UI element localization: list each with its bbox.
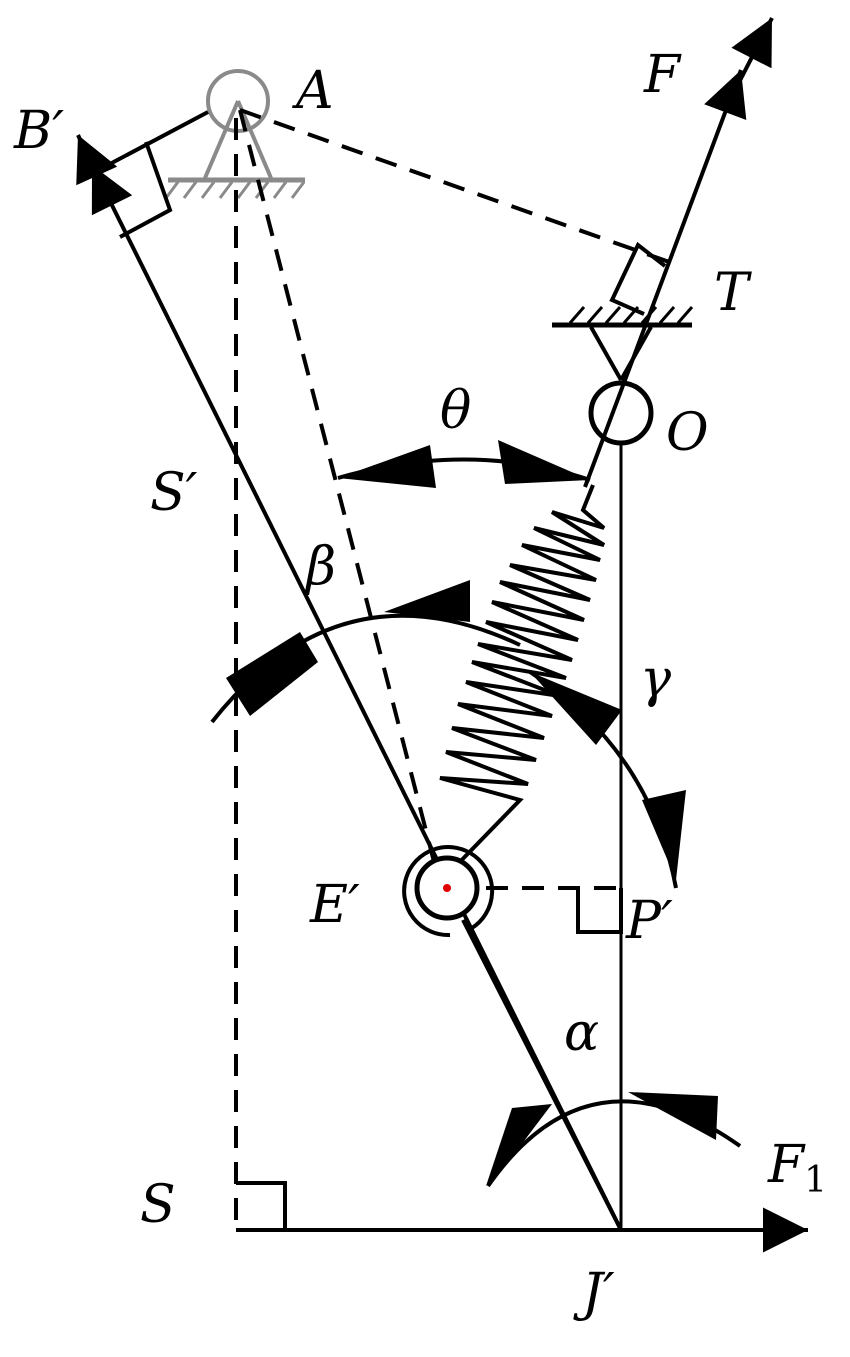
right-angle-s bbox=[236, 1181, 287, 1230]
label-p-prime: P′ bbox=[625, 891, 673, 951]
pivot-a-leg-right bbox=[236, 100, 273, 179]
lever-b-to-j bbox=[90, 164, 623, 1231]
label-a: A bbox=[292, 61, 334, 121]
label-gamma: γ bbox=[640, 649, 672, 709]
alpha-arrow-left bbox=[486, 1104, 552, 1186]
beta-arrow-left bbox=[226, 632, 318, 716]
label-t: T bbox=[714, 263, 752, 323]
force-f-arrow-tip bbox=[728, 17, 774, 101]
theta-arrow-left bbox=[338, 445, 436, 488]
pivot-o-leg-left bbox=[589, 326, 623, 381]
label-f1-main: F bbox=[767, 1135, 806, 1195]
perp-a-to-lever bbox=[107, 110, 209, 167]
pivot-a-leg-left bbox=[203, 100, 240, 179]
right-angle-b bbox=[119, 141, 173, 239]
label-theta: θ bbox=[440, 381, 471, 441]
lever-b-arrow bbox=[76, 134, 118, 206]
beta-arrow-right bbox=[384, 580, 470, 622]
right-angle-p bbox=[576, 888, 623, 934]
label-f1-subscript: 1 bbox=[804, 1160, 827, 1201]
label-j-prime: J′ bbox=[573, 1263, 615, 1323]
spring bbox=[439, 484, 606, 872]
theta-arrow-right bbox=[498, 440, 590, 484]
dashed-a-to-t bbox=[239, 108, 673, 265]
right-angle-t bbox=[609, 241, 667, 316]
label-f: F bbox=[643, 45, 682, 105]
label-s-prime: S′ bbox=[150, 463, 198, 523]
alpha-arrow-right bbox=[628, 1092, 718, 1140]
pivot-e-outer-arc bbox=[402, 845, 495, 938]
gamma-arrow-bottom bbox=[642, 790, 686, 880]
pivot-e bbox=[402, 845, 623, 1231]
gamma-arrow-top bbox=[530, 672, 622, 745]
label-b-prime: B′ bbox=[13, 101, 64, 161]
label-alpha: α bbox=[564, 1003, 599, 1063]
label-s: S bbox=[140, 1175, 176, 1235]
label-f1: F1 bbox=[767, 1135, 827, 1201]
pivot-e-center-dot bbox=[443, 884, 451, 892]
label-beta: β bbox=[304, 537, 336, 597]
lever-e-to-j bbox=[461, 919, 623, 1231]
force-f-line bbox=[583, 69, 747, 488]
label-e-prime: E′ bbox=[309, 875, 360, 935]
dashed-a-to-e bbox=[238, 109, 442, 886]
label-o: O bbox=[666, 403, 709, 463]
